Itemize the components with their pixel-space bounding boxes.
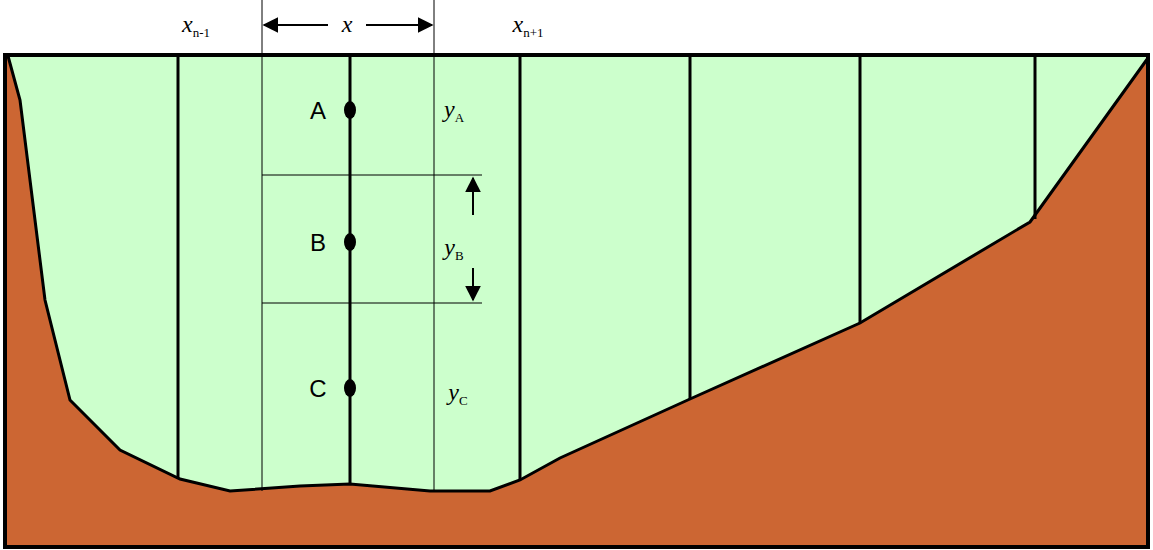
depth-arrows [472, 178, 474, 300]
sample-points [344, 101, 356, 397]
bed-outline [8, 56, 1148, 491]
depth-label: yB [444, 235, 463, 262]
point-label: A [310, 99, 326, 123]
depth-label: yA [444, 97, 464, 124]
width-label: x [342, 12, 353, 36]
verticals [178, 56, 1035, 484]
section-label: xn+1 [513, 12, 544, 39]
depth-label: yC [448, 380, 467, 407]
section-label: xn-1 [182, 12, 210, 39]
panel-bounds [262, 0, 482, 491]
point-label: B [310, 231, 326, 255]
river-bed [5, 56, 1148, 547]
point-label: C [309, 377, 326, 401]
frame [5, 55, 1148, 547]
